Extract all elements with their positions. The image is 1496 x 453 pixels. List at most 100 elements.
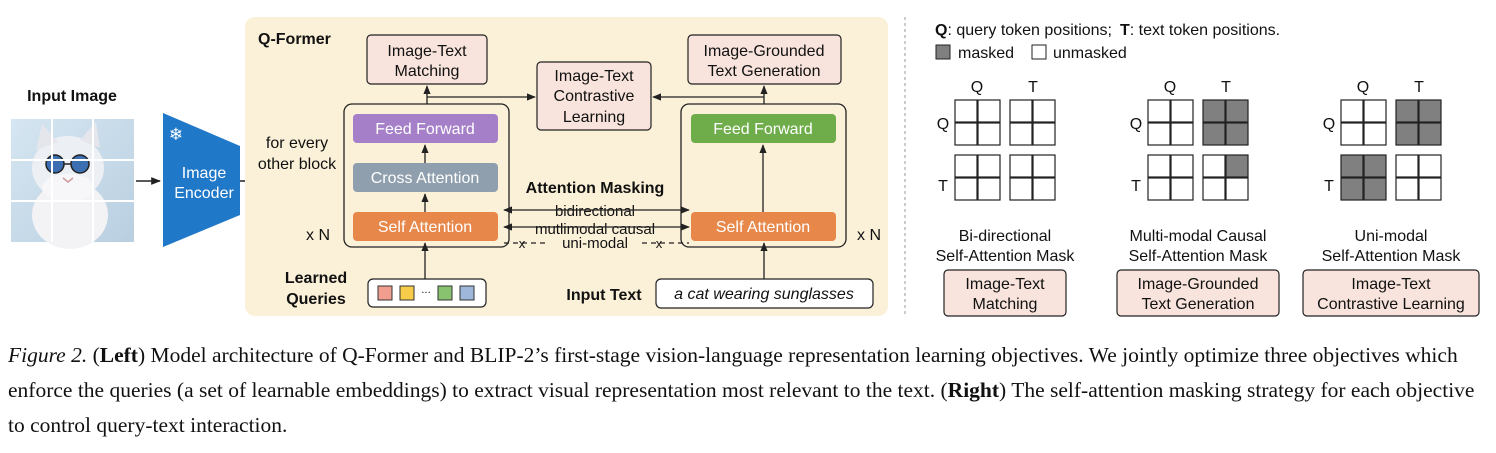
learned-queries-line2: Queries: [286, 291, 346, 308]
itc-label-line2: Contrastive: [554, 88, 635, 105]
itm-objective-box: [366, 34, 488, 85]
legend-masked-label: masked: [958, 45, 1014, 62]
legend-unmasked-label: unmasked: [1053, 45, 1127, 62]
mask-2-cell: [1147, 154, 1171, 178]
self-attention-right-label: Self Attention: [716, 219, 810, 236]
mask-3-cell: [1418, 122, 1442, 146]
mask-1-col-t-label: T: [1028, 79, 1038, 96]
mask-1-title-line1: Bi-directional: [959, 228, 1051, 245]
repeat-right-label: x N: [857, 227, 881, 244]
mask-1-cell: [954, 154, 978, 178]
query-ellipsis: ···: [421, 288, 431, 299]
mask-3-row-t-label: T: [1324, 178, 1334, 195]
every-other-block-line1: for every: [266, 135, 328, 152]
figure-label: Figure 2.: [8, 343, 88, 367]
mask-bidirectional-label: bidirectional: [555, 203, 635, 220]
mask-2-cell: [1147, 122, 1171, 146]
mask-1-cell: [977, 99, 1001, 123]
mask-3-title-line1: Uni-modal: [1355, 228, 1428, 245]
mask-1-cell: [1009, 154, 1033, 178]
mask-1-cell: [1032, 154, 1056, 178]
legend-unmasked-swatch: [1031, 44, 1047, 60]
mask-3-cell: [1363, 177, 1387, 201]
legend-t-text: : text token positions.: [1130, 22, 1280, 39]
itg-objective-box: [687, 34, 842, 85]
itm-label-line1: Image-Text: [387, 43, 467, 60]
mask-3-cell: [1418, 177, 1442, 201]
mask-1-cell: [1009, 99, 1033, 123]
mask-3-objective-line2: Contrastive Learning: [1317, 296, 1465, 313]
mask-2-cell: [1147, 177, 1171, 201]
legend-t-key: T: [1120, 22, 1130, 39]
caption-right-bold: Right: [947, 378, 1000, 402]
mask-2-cell: [1170, 99, 1194, 123]
mask-2-title-line1: Multi-modal Causal: [1130, 228, 1267, 245]
mask-2-title-line2: Self-Attention Mask: [1129, 248, 1269, 265]
caption-left-bold: Left: [99, 343, 138, 367]
image-encoder: ❄ Image Encoder: [163, 113, 240, 247]
query-token-2: [399, 285, 415, 301]
legend-line-1: Q: query token positions;T: text token p…: [935, 22, 1280, 39]
mask-2-objective-line2: Text Generation: [1142, 296, 1255, 313]
learned-queries-line1: Learned: [285, 270, 347, 287]
mask-1-cell: [977, 154, 1001, 178]
self-attention-left-label: Self Attention: [378, 219, 472, 236]
mask-2-row-q-label: Q: [1130, 116, 1142, 133]
mask-2-cell: [1147, 99, 1171, 123]
self-attention-left: [353, 212, 498, 241]
mask-3-row-q-label: Q: [1323, 116, 1335, 133]
every-other-block-line2: other block: [258, 156, 337, 173]
mask-2-cell: [1225, 99, 1249, 123]
itm-label-line2: Matching: [395, 63, 460, 80]
mask-1-cell: [1032, 99, 1056, 123]
mask-3-cell: [1395, 122, 1419, 146]
figure-diagram: Input Image ❄ Image Encoder Q-Former for…: [11, 17, 1480, 317]
mask-1-cell: [954, 177, 978, 201]
mask-3-objective-line1: Image-Text: [1351, 276, 1431, 293]
mask-2-cell: [1202, 122, 1226, 146]
cross-attention: [353, 163, 498, 192]
self-attention-right: [691, 212, 836, 241]
mask-2-col-q-label: Q: [1164, 79, 1176, 96]
caption-paren-1: (: [87, 343, 100, 367]
mask-1-objective-line1: Image-Text: [965, 276, 1045, 293]
mask-3-cell: [1340, 99, 1364, 123]
feed-forward-left-label: Feed Forward: [375, 121, 475, 138]
mask-1-objective-box: [943, 269, 1067, 317]
mask-2-cell: [1225, 122, 1249, 146]
itc-label-line1: Image-Text: [554, 68, 634, 85]
mask-3-cell: [1363, 154, 1387, 178]
mask-3-title-line2: Self-Attention Mask: [1322, 248, 1462, 265]
itc-label-line3: Learning: [563, 109, 625, 126]
input-image-label: Input Image: [27, 88, 117, 105]
learned-queries-container: [367, 278, 487, 308]
caption-text-1: ) Model architecture of Q-Former and BLI…: [8, 343, 1458, 402]
mask-1-row-q-label: Q: [937, 116, 949, 133]
mask-3-cell: [1395, 99, 1419, 123]
mask-3-cell: [1340, 177, 1364, 201]
blocked-x-mark-left: x: [519, 236, 526, 251]
mask-1-objective-line2: Matching: [973, 296, 1038, 313]
itg-label-line1: Image-Grounded: [704, 43, 825, 60]
blocked-x-mark-right: x: [656, 236, 663, 251]
mask-2-objective-line1: Image-Grounded: [1138, 276, 1259, 293]
mask-3-cell: [1340, 154, 1364, 178]
mask-3-col-t-label: T: [1414, 79, 1424, 96]
encoder-label-line2: Encoder: [174, 185, 234, 202]
query-token-1: [377, 285, 393, 301]
legend-masked-swatch: [935, 44, 951, 60]
qformer-title: Q-Former: [258, 31, 331, 48]
attention-masking-title: Attention Masking: [526, 180, 665, 197]
feed-forward-right-label: Feed Forward: [713, 121, 813, 138]
input-text-label: Input Text: [566, 287, 642, 304]
mask-3-objective-box: [1302, 269, 1480, 317]
mask-3-cell: [1418, 154, 1442, 178]
mask-1-title-line2: Self-Attention Mask: [936, 248, 1076, 265]
mask-1-row-t-label: T: [938, 178, 948, 195]
mask-2-cell: [1170, 122, 1194, 146]
itg-label-line2: Text Generation: [708, 63, 821, 80]
mask-2-cell: [1170, 154, 1194, 178]
cross-attention-label: Cross Attention: [371, 170, 480, 187]
itc-objective-box: [536, 61, 652, 131]
